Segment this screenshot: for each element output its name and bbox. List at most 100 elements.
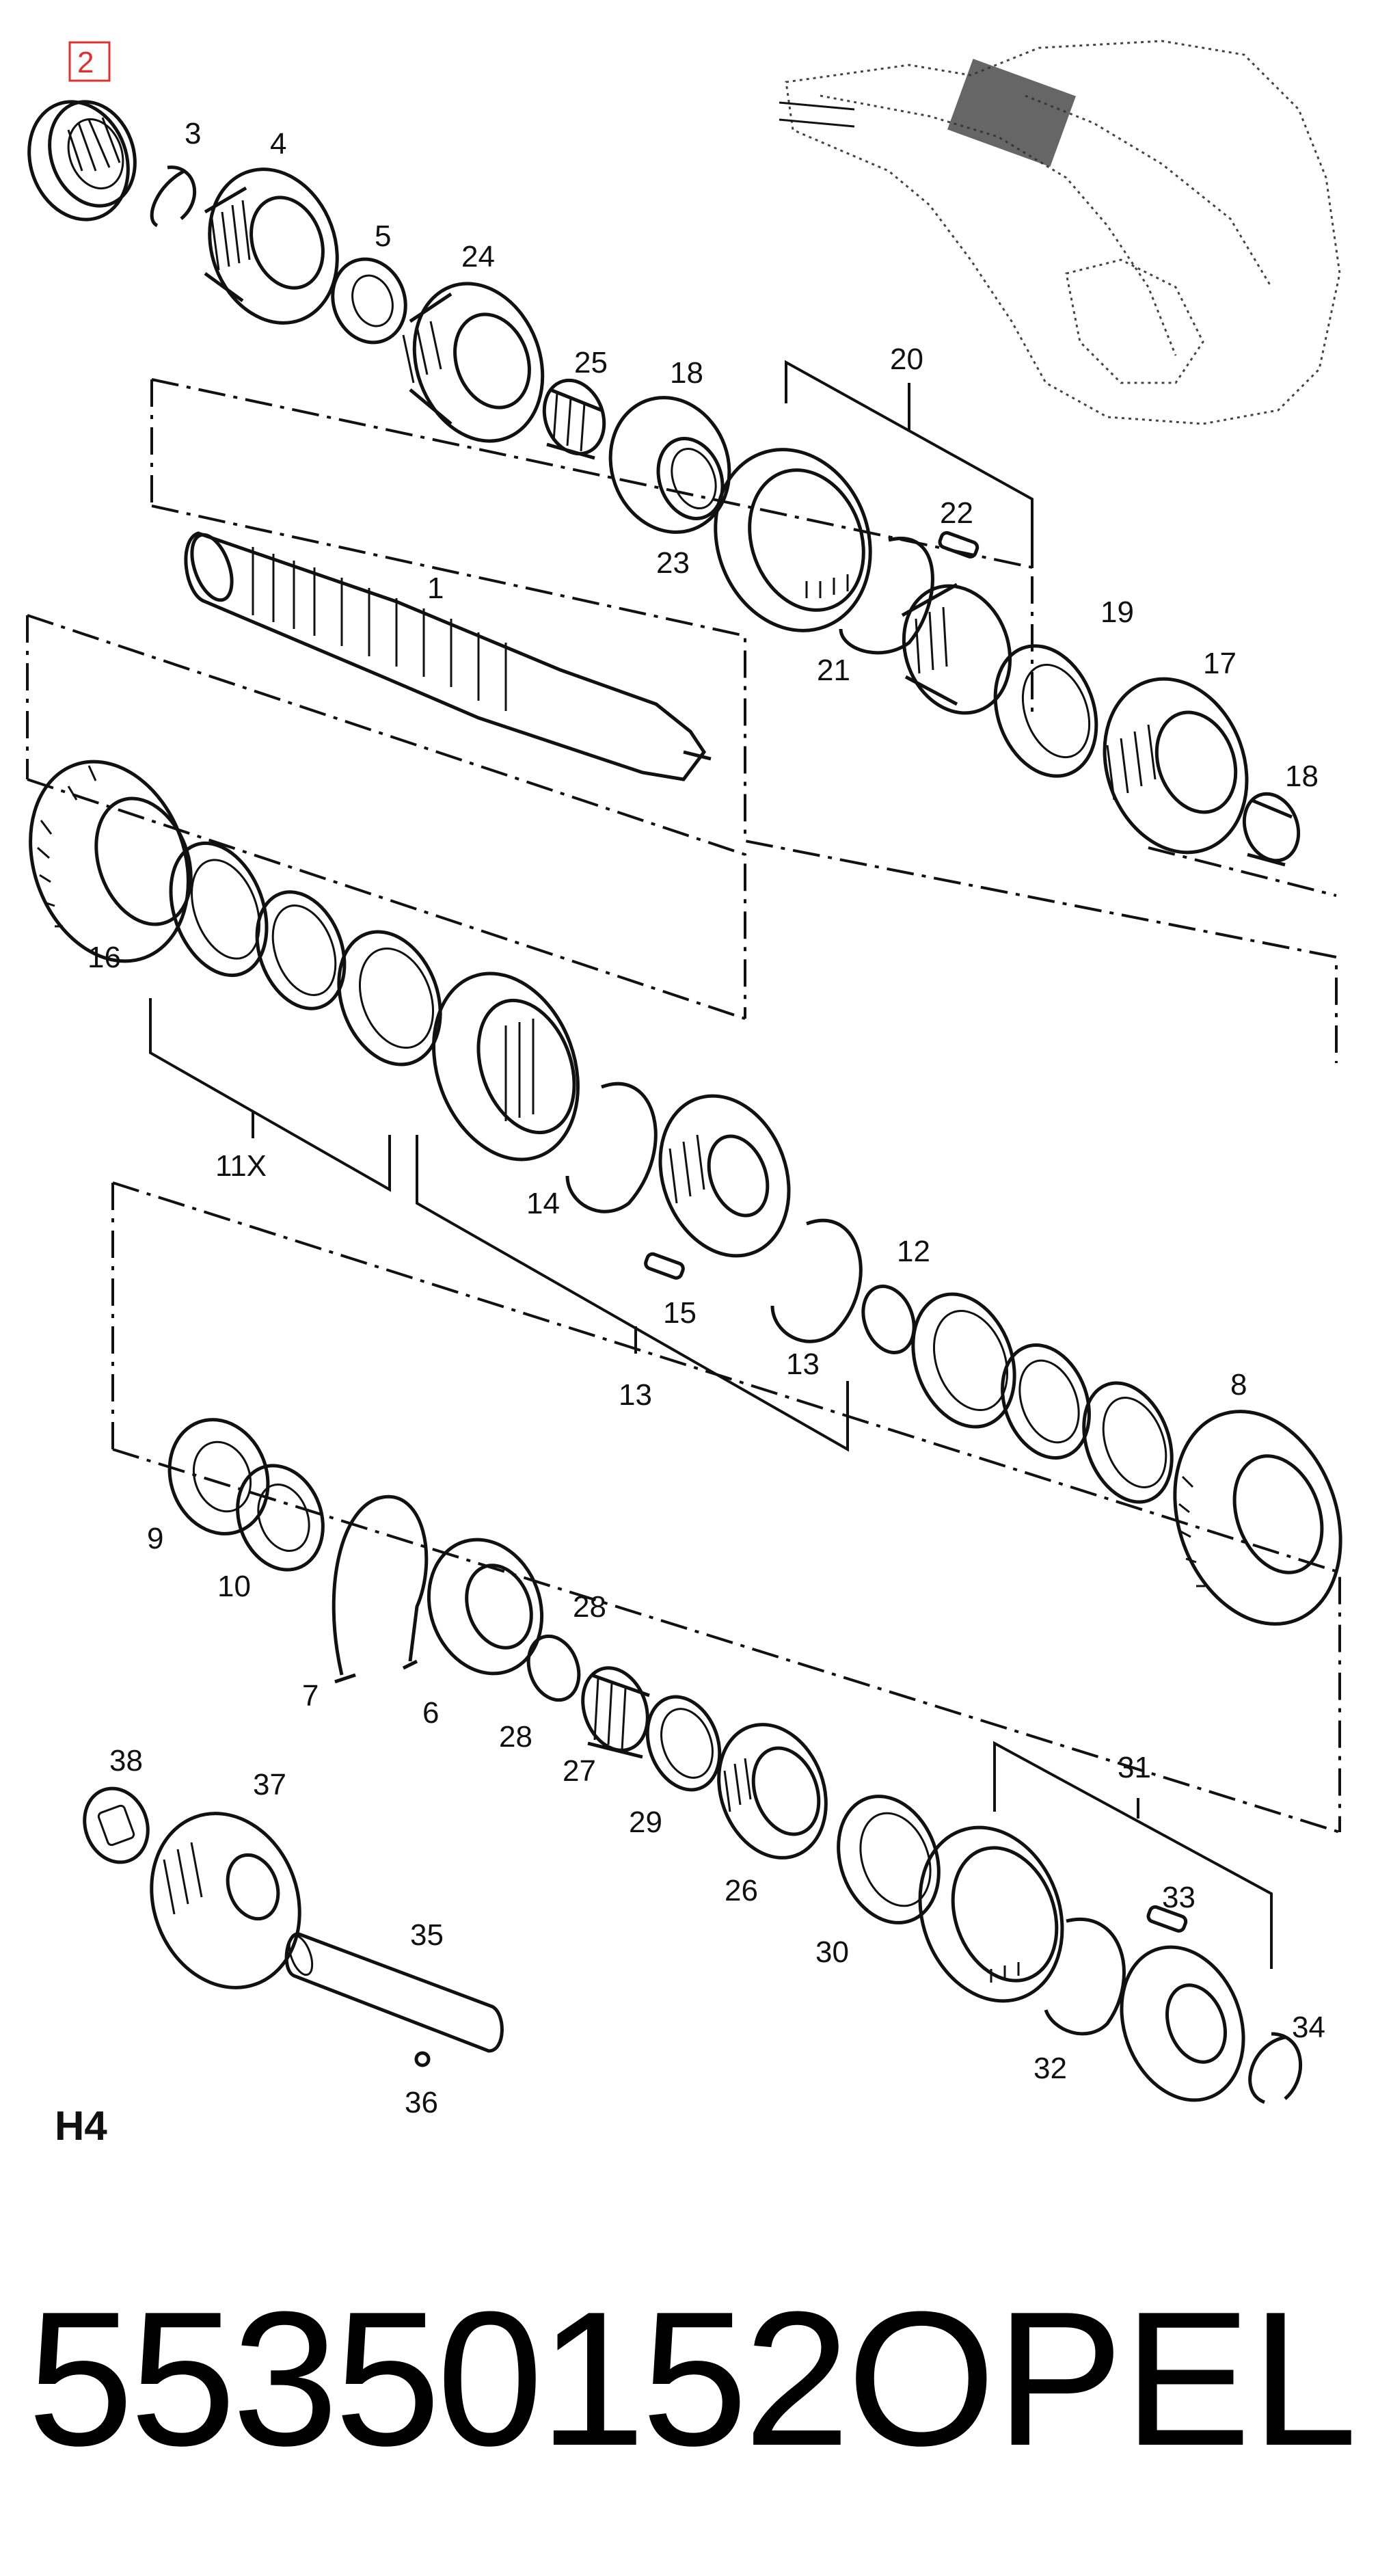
part-13-hub: [658, 1094, 791, 1258]
callout-16[interactable]: 16: [87, 941, 121, 974]
callout-38[interactable]: 38: [109, 1744, 143, 1777]
callout-28b[interactable]: 28: [499, 1720, 532, 1754]
part-number: 55350152: [27, 2272, 850, 2486]
callout-1[interactable]: 1: [427, 572, 444, 605]
part-29-ring: [645, 1695, 722, 1792]
callout-19[interactable]: 19: [1100, 595, 1134, 629]
part-7-clip: [332, 1494, 429, 1684]
callout-24[interactable]: 24: [461, 240, 495, 273]
part-34-circlip: [1248, 2032, 1302, 2104]
part-24-hub: [402, 282, 545, 443]
part-27-needle-bearing: [581, 1666, 650, 1759]
part-18b-needle-bearing: [1242, 792, 1301, 867]
callout-25[interactable]: 25: [574, 346, 608, 379]
callout-3[interactable]: 3: [185, 117, 201, 150]
callout-18a[interactable]: 18: [670, 356, 703, 390]
callout-12[interactable]: 12: [897, 1235, 930, 1268]
part-1-mainshaft: [184, 531, 712, 781]
callout-14[interactable]: 14: [526, 1187, 560, 1220]
part-21-spring: [839, 537, 934, 655]
callout-9[interactable]: 9: [147, 1522, 163, 1555]
part-36-ball: [414, 2051, 431, 2067]
transmission-housing-inset: [779, 40, 1341, 425]
part-10-washer: [236, 1464, 325, 1572]
part-31b-hub: [1120, 1945, 1245, 2102]
part-19-synchro-ring: [993, 644, 1098, 778]
group-frame-lower: [111, 1181, 1341, 1834]
callout-13b[interactable]: 13: [619, 1378, 652, 1412]
highlight-box: [68, 41, 111, 82]
callout-13a[interactable]: 13: [786, 1347, 820, 1381]
callout-31[interactable]: 31: [1118, 1751, 1151, 1784]
bracket-20: [785, 360, 1034, 567]
part-12c-ring: [1001, 1343, 1091, 1460]
part-14-spring: [565, 1082, 658, 1213]
part-16b-synchro-ring: [169, 841, 269, 978]
part-12-circlip: [861, 1285, 916, 1354]
part-35-shaft: [284, 1932, 504, 2053]
part-3-circlip: [150, 165, 197, 228]
part-15-key: [644, 1252, 685, 1280]
part-11x-ring: [255, 890, 347, 1010]
part-23-hub: [901, 582, 1012, 715]
callout-10[interactable]: 10: [217, 1570, 251, 1603]
bracket-11x: [149, 998, 391, 1192]
footer: 55350152 OPEL: [0, 2256, 1378, 2502]
part-13-sleeve: [432, 971, 580, 1162]
exploded-gearbox-diagram: 2 3 4 5 24 25 18 20 22 23 1 21 19 17 18 …: [26, 40, 1342, 2149]
callout-18b[interactable]: 18: [1285, 760, 1319, 793]
callout-35[interactable]: 35: [410, 1918, 444, 1952]
callout-2[interactable]: 2: [77, 46, 94, 79]
callout-26[interactable]: 26: [725, 1874, 758, 1907]
callout-37[interactable]: 37: [253, 1768, 286, 1801]
callout-8[interactable]: 8: [1230, 1368, 1247, 1401]
group-frame-right: [1148, 846, 1337, 897]
callout-4[interactable]: 4: [270, 127, 286, 161]
callout-33[interactable]: 33: [1162, 1881, 1195, 1914]
callout-29[interactable]: 29: [629, 1806, 662, 1839]
callout-5[interactable]: 5: [375, 219, 391, 253]
part-16-gear: [29, 760, 193, 963]
callout-27[interactable]: 27: [563, 1754, 596, 1788]
callout-11x[interactable]: 11X: [215, 1149, 267, 1183]
part-32-spring: [1044, 1918, 1126, 2036]
part-9-washer: [167, 1418, 270, 1535]
callout-17[interactable]: 17: [1203, 647, 1237, 680]
callout-15[interactable]: 15: [663, 1296, 697, 1330]
part-11x-synchro-ring: [337, 930, 442, 1066]
part-8-gear: [1173, 1410, 1342, 1626]
callout-36[interactable]: 36: [405, 2086, 438, 2119]
part-2-bearing: [27, 100, 137, 222]
callout-28a[interactable]: 28: [573, 1590, 606, 1624]
callout-30[interactable]: 30: [815, 1935, 849, 1969]
callout-34[interactable]: 34: [1292, 2011, 1325, 2044]
sheet-code: H4: [55, 2103, 107, 2149]
part-25-needle-bearing: [542, 378, 606, 460]
part-31-sleeve: [918, 1825, 1064, 2003]
part-17-gear: [1103, 677, 1249, 855]
callout-22[interactable]: 22: [940, 496, 973, 530]
part-6-bearing: [427, 1538, 544, 1676]
callout-7[interactable]: 7: [302, 1679, 319, 1713]
callout-32[interactable]: 32: [1034, 2052, 1067, 2085]
part-22-key: [938, 531, 980, 559]
bracket-13: [416, 1135, 849, 1452]
brand-name: OPEL: [846, 2272, 1357, 2486]
part-26-gear: [717, 1723, 828, 1860]
callout-23[interactable]: 23: [656, 546, 690, 580]
callout-21[interactable]: 21: [817, 654, 850, 687]
part-13b-spring: [770, 1218, 863, 1343]
part-4-gear: [204, 167, 339, 325]
part-38-washer: [83, 1786, 150, 1864]
group-frame-gears: [26, 614, 746, 1020]
callout-20[interactable]: 20: [890, 343, 923, 376]
part-30-synchro-ring: [837, 1795, 941, 1924]
callout-6[interactable]: 6: [422, 1696, 439, 1730]
part-12d-synchro-ring: [1082, 1381, 1174, 1504]
bracket-31: [993, 1741, 1273, 1969]
part-5-ring: [331, 257, 407, 345]
part-12b-synchro-ring: [911, 1292, 1016, 1429]
part-20-synchro-sleeve: [714, 448, 872, 632]
part-37-gear: [150, 1812, 301, 1989]
part-33-key: [1146, 1905, 1188, 1933]
